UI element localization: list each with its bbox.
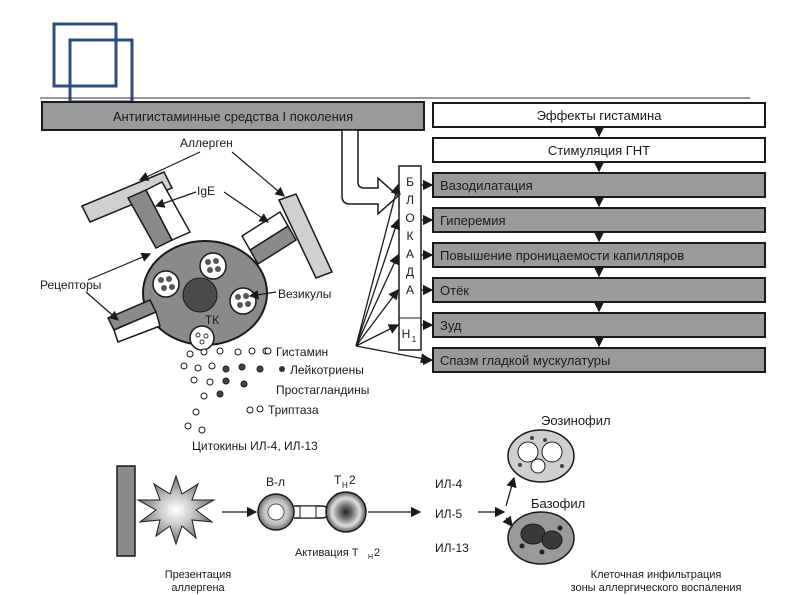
effect-label: Спазм гладкой мускулатуры xyxy=(440,353,610,368)
effects-header-box xyxy=(432,102,766,128)
presentation-label-line1: Презентация xyxy=(165,569,231,581)
effects-header: Эффекты гистамина xyxy=(537,108,663,123)
effect-label: Вазодилатация xyxy=(440,178,533,193)
logo-icon xyxy=(52,22,134,104)
effect-box xyxy=(432,277,766,303)
blockade-letter: Д xyxy=(406,265,414,279)
presentation-label-line2: аллергена xyxy=(171,582,225,594)
blockade-letter: Б xyxy=(406,175,414,189)
blockade-letter: А xyxy=(406,247,414,261)
b-cell-label: В-л xyxy=(266,475,285,489)
effect-label: Повышение проницаемости капилляров xyxy=(440,248,684,263)
blockade-box xyxy=(398,165,422,351)
activation-label-sub: H xyxy=(368,554,373,561)
receptor-label: H xyxy=(402,327,411,341)
histamine-arrows xyxy=(355,183,432,364)
antihistamine-box xyxy=(41,101,425,131)
effect-box xyxy=(432,242,766,268)
blockade-letter: К xyxy=(407,229,414,243)
dendritic-cell-icon xyxy=(136,474,216,546)
effect-box xyxy=(432,312,766,338)
stimulation-box xyxy=(432,137,766,163)
blockade-letter: О xyxy=(405,211,414,225)
il-arrows xyxy=(478,476,517,528)
blockade-letter: А xyxy=(406,283,414,297)
degranulating-vesicle-icon xyxy=(189,325,215,351)
prostaglandins-label: Простагландины xyxy=(276,383,369,397)
il4-label: ИЛ-4 xyxy=(435,477,462,491)
histamine-label: Гистамин xyxy=(276,345,328,359)
ige-left xyxy=(80,171,192,249)
effect-label: Зуд xyxy=(440,318,462,333)
mast-cell-nucleus xyxy=(182,277,218,313)
th2-label-tail: 2 xyxy=(349,473,356,487)
vesicles-label: Везикулы xyxy=(278,287,331,301)
il5-label: ИЛ-5 xyxy=(435,507,462,521)
mast-cell: ТК xyxy=(142,240,268,351)
vesicle-icon xyxy=(199,252,227,280)
tryptase-label: Триптаза xyxy=(268,403,319,417)
th2-label: T xyxy=(334,473,342,487)
blockade-letters: Б Л О К А Д А H 1 xyxy=(399,175,421,344)
receptor-pegs xyxy=(106,299,161,343)
il13-label: ИЛ-13 xyxy=(435,541,469,555)
basophil-label: Базофил xyxy=(531,496,585,511)
stimulation-label: Стимуляция ГНТ xyxy=(548,143,650,158)
blockade-arrows xyxy=(421,179,434,366)
infiltration-label-line2: зоны аллергического воспаления xyxy=(571,582,742,594)
cell-label: ТК xyxy=(205,313,219,327)
activation-label-tail: 2 xyxy=(374,547,380,559)
allergen-label: Аллерген xyxy=(180,136,233,150)
ige-label: IgE xyxy=(197,184,215,198)
eosinophil-label: Эозинофил xyxy=(541,413,611,428)
receptor-sub: 1 xyxy=(412,335,417,344)
vesicle-icon xyxy=(152,270,180,298)
blockade-letter: Л xyxy=(406,193,414,207)
effects-column: Эффекты гистамина Стимуляция ГНТ Вазодил… xyxy=(432,102,766,373)
mediator-dots xyxy=(180,347,270,434)
infiltration-label-line1: Клеточная инфильтрация xyxy=(591,569,722,581)
eosinophil-icon xyxy=(507,429,575,483)
basophil-icon xyxy=(507,511,575,565)
leukotrienes-label: Лейкотриены xyxy=(290,363,364,377)
vesicle-icon xyxy=(229,287,257,315)
effect-label: Гиперемия xyxy=(440,213,506,228)
ige-right xyxy=(240,193,334,279)
cytokines-label: Цитокины ИЛ-4, ИЛ-13 xyxy=(192,439,318,453)
th2-cell-icon xyxy=(325,491,367,533)
receptors-label: Рецепторы xyxy=(40,278,101,292)
activation-label: Активация T xyxy=(295,547,359,559)
th2-label-sub: H xyxy=(342,481,348,490)
effect-label: Отёк xyxy=(440,283,469,298)
pointer-lines xyxy=(85,151,285,321)
antihistamine-arrow xyxy=(341,129,400,216)
antihistamine-label: Антигистаминные средства I поколения xyxy=(113,109,353,124)
membrane-block xyxy=(116,465,136,557)
